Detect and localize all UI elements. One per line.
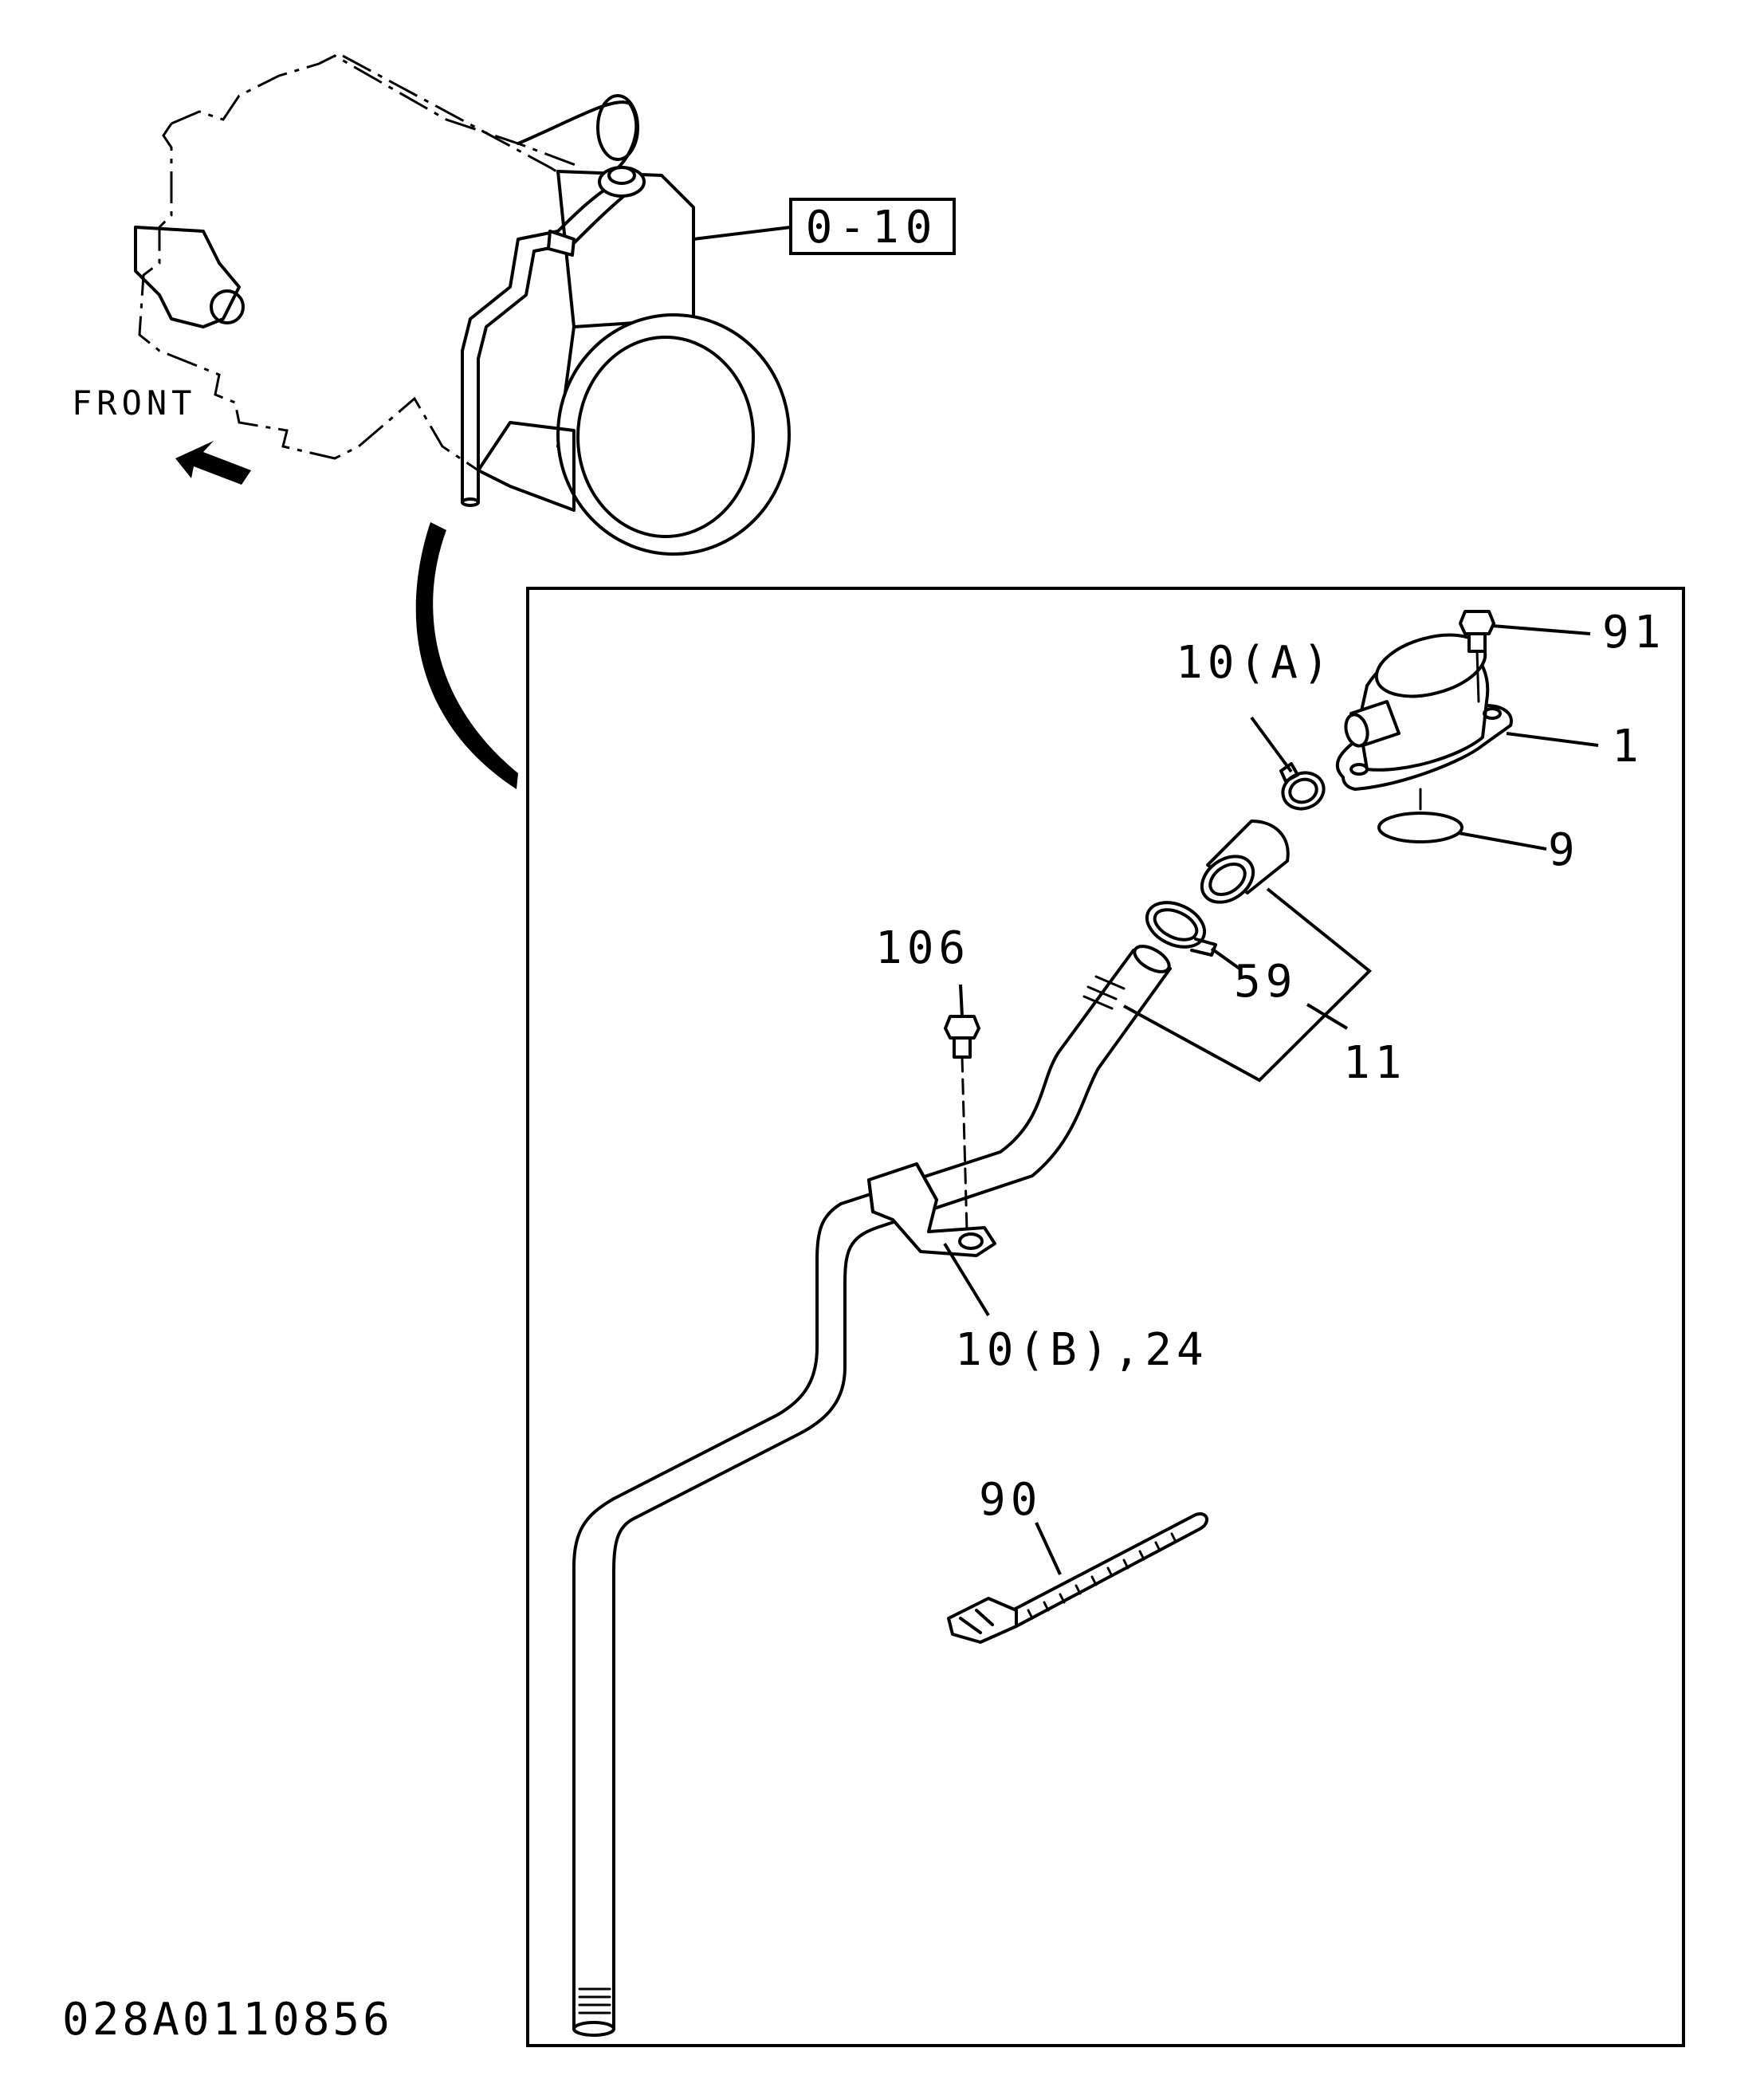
front-label: FRONT: [72, 383, 196, 423]
o-ring-9: [1377, 788, 1463, 843]
front-arrow-icon: [175, 441, 251, 485]
callout-1: 1: [1612, 721, 1644, 772]
leader-lines: [943, 624, 1599, 1575]
callout-10b-24: 10(B),24: [955, 1324, 1208, 1376]
callout-9: 9: [1548, 824, 1580, 876]
cable-tie-90: [947, 1512, 1208, 1644]
ventilator-cover-1: [1335, 633, 1513, 791]
engine-overview: [134, 54, 792, 556]
drawing-code: 028A0110856: [62, 1994, 393, 2046]
detail-transition-arc: [415, 522, 518, 789]
bolt-106: [944, 1015, 980, 1233]
callout-90: 90: [979, 1474, 1042, 1526]
callout-10a: 10(A): [1176, 637, 1334, 689]
callout-106: 106: [875, 922, 970, 974]
callout-91: 91: [1602, 607, 1665, 658]
clamp-10a: [1279, 762, 1326, 811]
clamp-59: [1145, 901, 1217, 957]
detail-frame: [526, 587, 1685, 2047]
hose-11: [1200, 820, 1290, 904]
bolt-91: [1459, 610, 1495, 703]
callout-59: 59: [1234, 956, 1297, 1008]
breather-pipe: [572, 945, 1172, 2037]
reference-box-label: 0-10: [806, 202, 939, 254]
pipe-clip-bracket: [867, 1162, 996, 1257]
callout-11: 11: [1343, 1037, 1406, 1089]
reference-box: 0-10: [789, 198, 956, 255]
